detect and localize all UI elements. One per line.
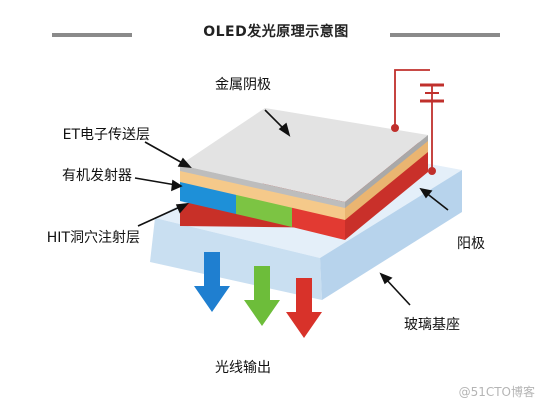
- label-metal-cathode: 金属阴极: [215, 77, 271, 93]
- label-organic-emitter: 有机发射器: [62, 168, 132, 184]
- label-hit-layer: HIT洞穴注射层: [46, 230, 140, 246]
- light-arrow-red: [286, 278, 322, 338]
- circuit-wire: [394, 69, 444, 170]
- title-rule-left: [52, 33, 132, 37]
- metal-cathode: [180, 108, 428, 208]
- label-et-layer: ET电子传送层: [62, 127, 150, 143]
- organic-emitter-layer: [180, 150, 428, 240]
- pointer-arrows: [134, 109, 449, 306]
- anode-contact-dot: [428, 167, 436, 175]
- diagram-title: OLED发光原理示意图: [203, 24, 349, 40]
- label-anode: 阳极: [457, 236, 485, 252]
- label-light-output: 光线输出: [215, 360, 271, 376]
- et-layer: [180, 138, 428, 220]
- label-glass-substrate: 玻璃基座: [404, 317, 460, 333]
- light-arrow-green: [244, 266, 280, 326]
- watermark: @51CTO博客: [458, 385, 535, 399]
- title-rule-right: [390, 33, 500, 37]
- light-arrow-blue: [194, 252, 230, 312]
- cathode-contact-dot: [391, 124, 399, 132]
